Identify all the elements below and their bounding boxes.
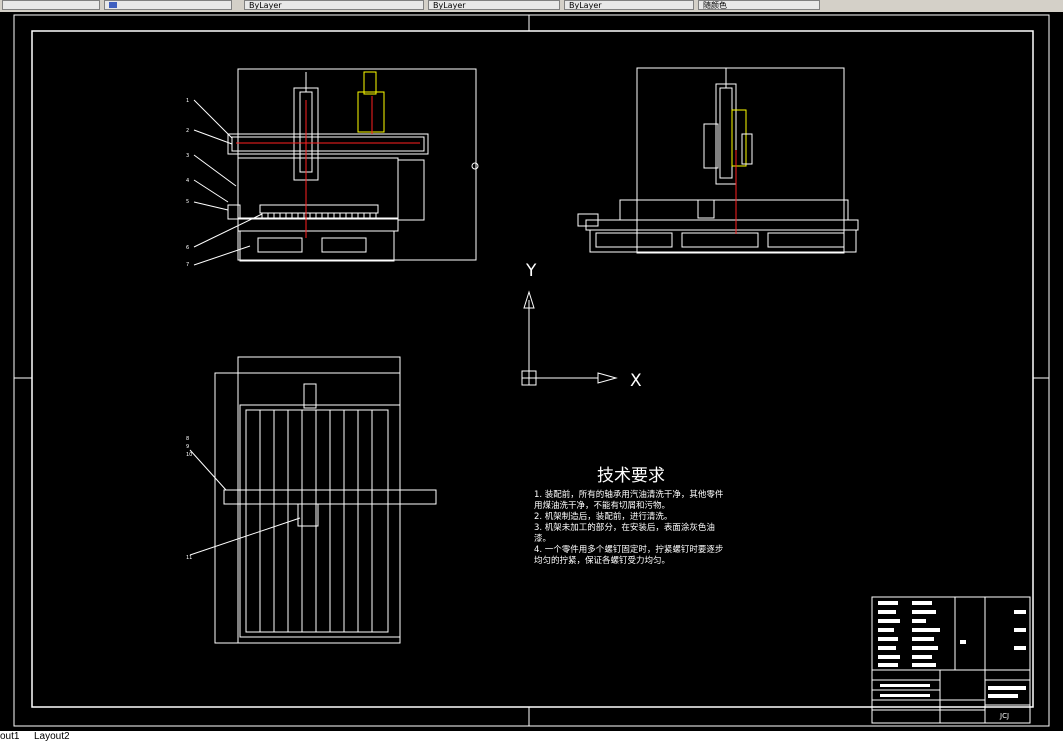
part-label: 3 (186, 153, 189, 159)
lineweight-value: ByLayer (433, 1, 466, 10)
drawing-canvas[interactable]: 1 2 3 4 5 6 7 8 9 10 11 Y X JCJ 技术要求 1. … (0, 12, 1063, 731)
color-by-dropdown[interactable]: 随颜色 (698, 0, 820, 10)
plotstyle-value: ByLayer (569, 1, 602, 10)
tech-line: 1. 装配前，所有的轴承用汽油清洗干净，其他零件 (534, 490, 724, 500)
ucs-x-label: X (630, 371, 642, 391)
sheet-outer-border (13, 14, 1050, 727)
layout-tab-bar: out1 Layout2 (0, 731, 1063, 743)
linetype-value: ByLayer (249, 1, 282, 10)
part-label: 6 (186, 245, 189, 251)
sheet-inner-border (31, 30, 1034, 708)
tech-line: 3. 机架未加工的部分，在安装后，表面涂灰色油 (534, 523, 715, 533)
part-label: 10 (186, 452, 192, 458)
toolbar-dropdown-left[interactable] (2, 0, 100, 10)
tech-line: 4. 一个零件用多个螺钉固定时，拧紧螺钉时要逐步 (534, 545, 724, 555)
part-label: 1 (186, 98, 189, 104)
part-label: 11 (186, 555, 192, 561)
part-label: 5 (186, 199, 189, 205)
part-label: 8 (186, 436, 189, 442)
title-block-text-marks (878, 601, 1026, 698)
color-swatch-icon (109, 2, 117, 8)
part-label: 7 (186, 262, 189, 268)
color-dropdown[interactable] (104, 0, 232, 10)
title-block (871, 596, 1031, 724)
tab-layout1[interactable]: out1 (0, 731, 20, 742)
part-label: 2 (186, 128, 189, 134)
tech-requirements-title: 技术要求 (597, 466, 665, 486)
tech-line: 均匀的拧紧，保证各螺钉受力均匀。 (534, 556, 671, 566)
properties-toolbar: ByLayer ByLayer ByLayer 随颜色 (0, 0, 1063, 13)
plotstyle-dropdown[interactable]: ByLayer (564, 0, 694, 10)
front-view (193, 68, 479, 266)
ucs-y-label: Y (525, 261, 537, 281)
plan-view (189, 356, 437, 644)
title-block-code: JCJ (999, 712, 1009, 720)
tab-layout2[interactable]: Layout2 (34, 731, 70, 742)
cad-drawing: 1 2 3 4 5 6 7 8 9 10 11 Y X JCJ (13, 14, 1050, 727)
part-label: 9 (186, 444, 189, 450)
side-view (577, 67, 859, 254)
part-label: 4 (186, 178, 189, 184)
tech-line: 2. 机架制造后，装配前，进行清洗。 (534, 512, 673, 522)
tech-line: 漆。 (534, 534, 552, 544)
color-by-value: 随颜色 (703, 1, 727, 10)
tech-line: 用煤油洗干净，不能有切屑和污物。 (534, 501, 671, 511)
lineweight-dropdown[interactable]: ByLayer (428, 0, 560, 10)
linetype-dropdown[interactable]: ByLayer (244, 0, 424, 10)
ucs-icon (521, 290, 618, 386)
